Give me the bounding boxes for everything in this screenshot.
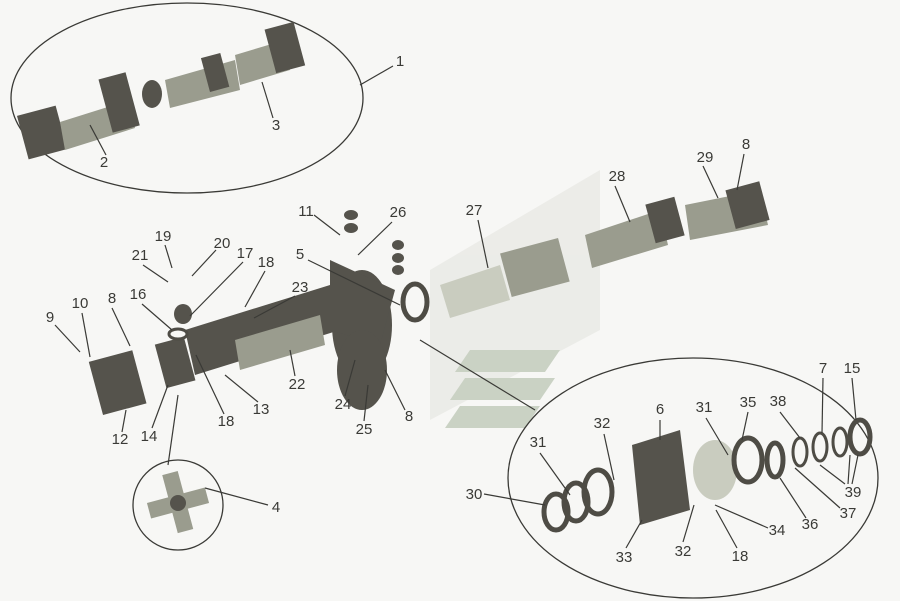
label-33: 33 <box>616 549 633 566</box>
label-35: 35 <box>740 394 757 411</box>
label-38: 38 <box>770 393 787 410</box>
label-27: 27 <box>466 202 483 219</box>
label-9: 9 <box>46 309 54 326</box>
label-31: 31 <box>530 434 547 451</box>
label-19: 19 <box>155 228 172 245</box>
leader-lines <box>54 65 859 549</box>
label-24: 24 <box>335 396 352 413</box>
label-1: 1 <box>396 53 404 70</box>
label-32: 32 <box>594 415 611 432</box>
label-31: 31 <box>696 399 713 416</box>
bearing-assembly-drawing <box>541 417 873 533</box>
shaft-assembly-drawing <box>16 21 306 160</box>
label-25: 25 <box>356 421 373 438</box>
label-18: 18 <box>258 254 275 271</box>
label-36: 36 <box>802 516 819 533</box>
label-29: 29 <box>697 149 714 166</box>
label-21: 21 <box>132 247 149 264</box>
label-3: 3 <box>272 117 280 134</box>
label-5: 5 <box>296 246 304 263</box>
detail-circle-cross <box>132 459 224 551</box>
label-15: 15 <box>844 360 861 377</box>
label-2: 2 <box>100 154 108 171</box>
label-28: 28 <box>609 168 626 185</box>
detail-ellipse-shaft-assembly <box>10 2 364 194</box>
label-10: 10 <box>72 295 89 312</box>
label-20: 20 <box>214 235 231 252</box>
label-12: 12 <box>112 431 129 448</box>
label-30: 30 <box>466 486 483 503</box>
label-18: 18 <box>218 413 235 430</box>
label-23: 23 <box>292 279 309 296</box>
label-32: 32 <box>675 543 692 560</box>
label-11: 11 <box>298 203 314 220</box>
universal-joint-cross-drawing <box>146 470 210 534</box>
label-16: 16 <box>130 286 147 303</box>
main-shaft-drawing <box>88 181 770 415</box>
label-14: 14 <box>141 428 158 445</box>
part-number-labels: 1 2 3 4 5 6 7 8 8 8 8 9 10 11 12 13 14 1… <box>46 53 862 566</box>
label-8: 8 <box>405 408 413 425</box>
label-37: 37 <box>840 505 857 522</box>
label-8: 8 <box>108 290 116 307</box>
detail-ellipse-bearing-assembly <box>507 357 879 599</box>
label-17: 17 <box>237 245 254 262</box>
label-13: 13 <box>253 401 270 418</box>
label-26: 26 <box>390 204 407 221</box>
label-8: 8 <box>742 136 750 153</box>
label-39: 39 <box>845 484 862 501</box>
label-34: 34 <box>769 522 786 539</box>
label-7: 7 <box>819 360 827 377</box>
label-18: 18 <box>732 548 749 565</box>
label-4: 4 <box>272 499 280 516</box>
label-22: 22 <box>289 376 306 393</box>
label-6: 6 <box>656 401 664 418</box>
